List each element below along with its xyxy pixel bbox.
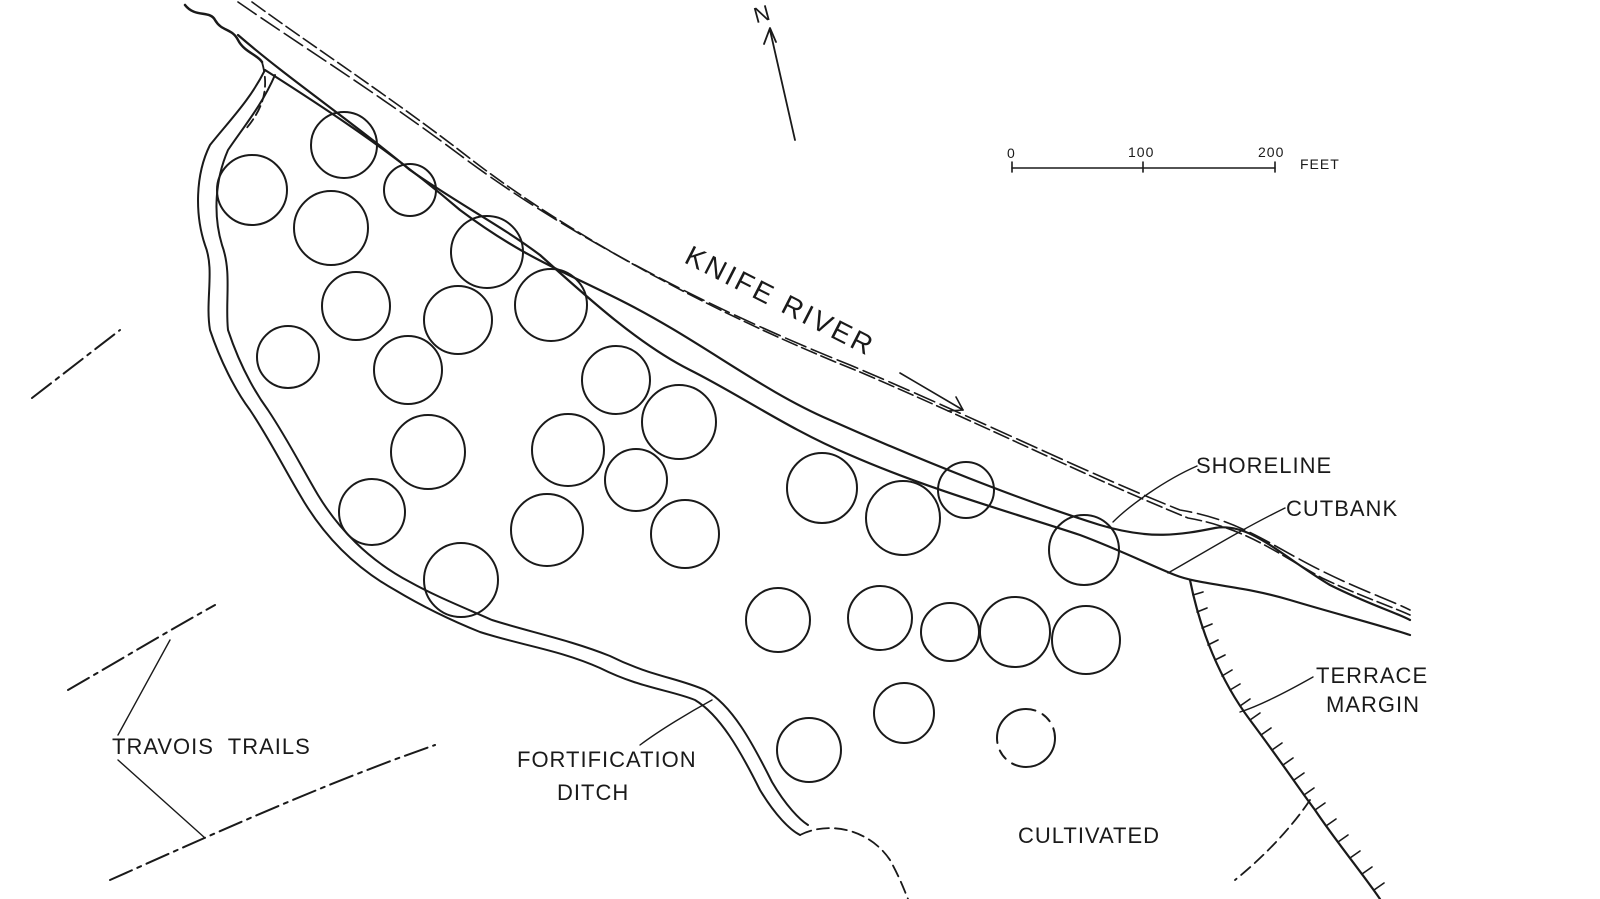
scale-tick-200: 200: [1258, 144, 1284, 160]
terrain-edge: [183, 3, 264, 64]
terrace-margin-line: [1188, 578, 1382, 899]
river-flow-arrow: [899, 372, 964, 412]
house-circle: [531, 413, 605, 487]
ditch-lower-dashed: [799, 827, 909, 899]
house-circle: [937, 461, 995, 519]
scale-tick-100: 100: [1128, 144, 1154, 160]
shoreline-line: [263, 68, 1412, 622]
travois-trail-1: [31, 329, 121, 399]
terrace-leader: [1239, 676, 1314, 713]
house-circle: [776, 717, 842, 783]
terrace-hatches: [1192, 591, 1385, 891]
house-circle: [450, 215, 524, 289]
house-circle: [847, 585, 913, 651]
north-label: N: [751, 0, 774, 28]
house-circle: [373, 335, 443, 405]
house-circle: [920, 602, 980, 662]
scale-unit: FEET: [1300, 156, 1340, 172]
house-circle: [510, 493, 584, 567]
shoreline-leader: [1112, 465, 1198, 523]
river-line-dashed-1: [237, 1, 1411, 611]
house-circle: [745, 587, 811, 653]
house-circle: [256, 325, 320, 389]
house-circle: [216, 154, 288, 226]
terrace-label-1: TERRACE: [1316, 663, 1428, 688]
travois-label: TRAVOIS TRAILS: [112, 734, 311, 759]
north-arrow: [763, 27, 796, 141]
house-circle: [650, 499, 720, 569]
house-circle: [873, 682, 935, 744]
house-circle: [581, 345, 651, 415]
travois-trails: [31, 329, 436, 881]
river-line-dashed-2: [251, 1, 1411, 616]
house-circle: [641, 384, 717, 460]
shoreline-label: SHORELINE: [1196, 453, 1332, 478]
house-circle-dashed: [996, 708, 1056, 768]
house-circle: [604, 448, 668, 512]
house-circle: [423, 542, 499, 618]
river-label: KNIFE RIVER: [680, 240, 880, 362]
scale-bar: [1011, 161, 1276, 173]
fortification-label-1: FORTIFICATION: [517, 747, 697, 772]
cutbank-label: CUTBANK: [1286, 496, 1398, 521]
house-circle: [321, 271, 391, 341]
ditch-upper-dashed: [244, 61, 266, 131]
house-depressions: [216, 111, 1121, 783]
house-circle: [786, 452, 858, 524]
house-circle: [390, 414, 466, 490]
house-circle: [514, 268, 588, 342]
house-circle: [865, 480, 941, 556]
house-circle: [1048, 514, 1120, 586]
house-circle: [1051, 605, 1121, 675]
cultivated-edge-dashed: [1234, 799, 1311, 881]
scale-tick-0: 0: [1007, 145, 1016, 161]
fortification-label-2: DITCH: [557, 780, 629, 805]
cutbank-leader: [1167, 507, 1286, 574]
house-circle: [310, 111, 378, 179]
leader-lines: [117, 465, 1314, 839]
travois-leader-2: [117, 759, 206, 839]
terrace-label-2: MARGIN: [1326, 692, 1420, 717]
travois-leader-1: [117, 639, 171, 736]
cultivated-label: CULTIVATED: [1018, 823, 1160, 848]
travois-trail-2: [67, 604, 216, 691]
house-circle: [338, 478, 406, 546]
house-circle: [423, 285, 493, 355]
house-circle: [293, 190, 369, 266]
ditch-inner: [215, 74, 809, 826]
fort-leader: [639, 699, 713, 746]
travois-trail-3: [109, 744, 436, 881]
house-circle: [383, 163, 437, 217]
ditch-outer: [197, 69, 801, 836]
house-circle: [979, 596, 1051, 668]
